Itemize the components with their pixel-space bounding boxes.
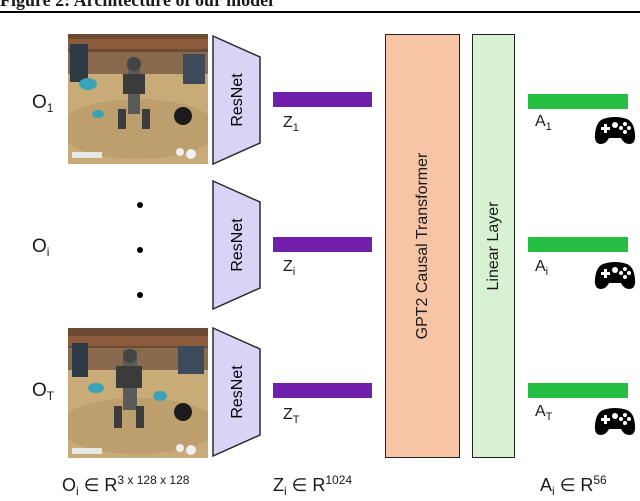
action-label-1: A1 — [535, 113, 552, 133]
game-frame-1 — [68, 34, 208, 164]
embedding-bar-i — [273, 237, 372, 252]
gamepad-icon — [594, 407, 636, 442]
resnet-label: ResNet — [229, 218, 246, 272]
game-frame-T — [68, 328, 208, 458]
resnet-block-T: ResNet — [212, 326, 262, 462]
embedding-label-1: Z1 — [283, 114, 299, 134]
observation-dimension-label: Oi ∈ R3 x 128 x 128 — [62, 473, 190, 498]
action-label-i: Ai — [535, 258, 549, 278]
embedding-label-i: Zi — [283, 258, 296, 278]
gpt2-transformer-block: GPT2 Causal Transformer — [385, 34, 460, 458]
gpt2-transformer-label: GPT2 Causal Transformer — [413, 152, 431, 340]
resnet-block-i: ResNet — [212, 179, 262, 315]
action-label-T: AT — [535, 403, 553, 423]
linear-layer-block: Linear Layer — [472, 34, 515, 458]
resnet-label: ResNet — [229, 365, 246, 419]
action-bar-i — [528, 237, 628, 252]
embedding-bar-T — [273, 383, 372, 398]
action-dimension-label: Ai ∈ R56 — [540, 473, 607, 498]
ellipsis-dot — [137, 247, 143, 253]
embedding-bar-1 — [273, 92, 372, 107]
action-bar-T — [528, 383, 628, 398]
gamepad-icon — [594, 261, 636, 296]
observation-label-T: OT — [32, 380, 55, 403]
figure-caption: Figure 2: Architecture of our model — [0, 0, 274, 10]
ellipsis-dot — [137, 202, 143, 208]
observation-label-1: O1 — [32, 92, 54, 115]
linear-layer-label: Linear Layer — [484, 201, 502, 291]
embedding-label-T: ZT — [283, 406, 300, 426]
embedding-dimension-label: Zi ∈ R1024 — [273, 473, 353, 498]
top-rule — [0, 11, 640, 13]
resnet-block-1: ResNet — [212, 34, 262, 170]
ellipsis-dot — [137, 292, 143, 298]
action-bar-1 — [528, 94, 628, 109]
resnet-label: ResNet — [229, 73, 246, 127]
observation-label-i: Oi — [32, 236, 50, 259]
gamepad-icon — [594, 116, 636, 151]
